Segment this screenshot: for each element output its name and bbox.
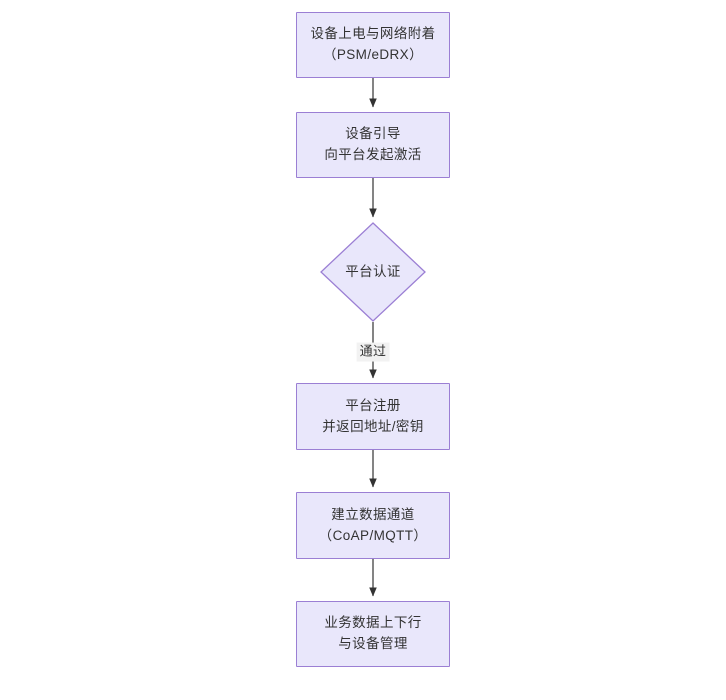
flow-node-label: 业务数据上下行 与设备管理 [324, 615, 422, 651]
flow-node-business-data-management[interactable]: 业务数据上下行 与设备管理 [296, 601, 450, 667]
diamond-icon [320, 222, 426, 322]
flow-node-label: 平台认证 [345, 263, 401, 279]
flow-node-establish-data-channel[interactable]: 建立数据通道 （CoAP/MQTT） [296, 492, 450, 559]
flow-node-label: 平台注册 并返回地址/密钥 [322, 397, 424, 434]
flow-node-label: 建立数据通道 （CoAP/MQTT） [318, 506, 428, 543]
flow-node-device-bootstrap[interactable]: 设备引导 向平台发起激活 [296, 112, 450, 178]
flow-node-label: 设备上电与网络附着 （PSM/eDRX） [310, 26, 436, 62]
flow-node-platform-auth-decision[interactable]: 平台认证 [320, 222, 426, 322]
flow-node-platform-register[interactable]: 平台注册 并返回地址/密钥 [296, 383, 450, 450]
flow-node-label: 设备引导 向平台发起激活 [324, 126, 422, 162]
flow-node-device-power-on[interactable]: 设备上电与网络附着 （PSM/eDRX） [296, 12, 450, 78]
edge-label-pass: 通过 [356, 342, 390, 362]
